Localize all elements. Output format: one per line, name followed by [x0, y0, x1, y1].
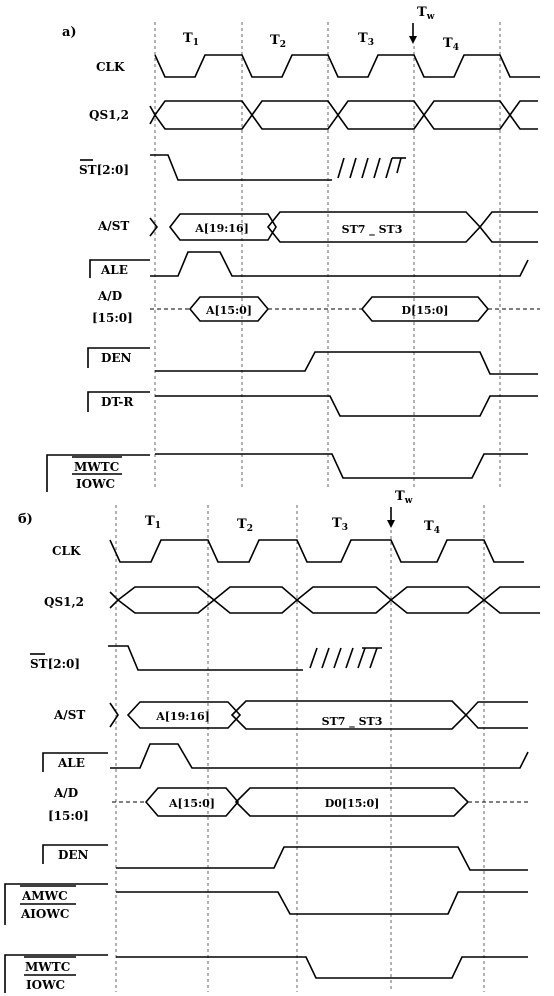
diagram-b-clk-wave — [109, 539, 524, 563]
diagram-b-iowc-label: IOWC — [26, 978, 65, 992]
diagram-b-mwtc-box: MWTC IOWC — [4, 954, 108, 993]
diagram-a-period-grid — [154, 22, 501, 488]
diagram-b-ast-label: A/ST — [53, 708, 85, 722]
diagram-a-state-t4: T4 — [443, 36, 459, 53]
diagram-a-mwtc-box: MWTC IOWC — [46, 454, 150, 492]
diagram-b-state-tw: Tw — [395, 489, 413, 506]
diagram-b-mwtc-wave — [116, 956, 528, 979]
diagram-b-den-wave — [116, 846, 528, 871]
diagram-a-den-box: DEN — [87, 347, 150, 368]
diagram-b-qs-label: QS1,2 — [44, 595, 84, 609]
diagram-a-den-label: DEN — [101, 351, 132, 365]
diagram-a-ad-label-2: [15:0] — [92, 311, 133, 325]
diagram-b-den-label: DEN — [58, 848, 89, 862]
diagram-b-amwc-box: AMWC AIOWC — [4, 883, 108, 925]
diagram-a-state-t3: T3 — [358, 31, 374, 48]
diagram-a-ast-wave — [149, 211, 538, 243]
diagram-a-state-t1: T1 — [183, 31, 199, 48]
diagram-b-aiowc-label: AIOWC — [20, 907, 69, 921]
diagram-a-ad-addr-value: A[15:0] — [205, 304, 252, 317]
diagram-b-period-grid — [115, 505, 485, 992]
diagram-b-ale-box: ALE — [42, 752, 108, 772]
diagram-a-state-t2: T2 — [270, 33, 286, 50]
diagram-a-part-label: a) — [62, 25, 77, 40]
diagram-a-qs-wave — [149, 100, 538, 130]
diagram-b-ale-wave — [110, 743, 529, 769]
diagram-a-st-label-group: ST[2:0] — [79, 159, 129, 177]
diagram-a: a) T1 T2 T3 Tw T4 CLK QS1,2 ST[2:0] A/ST — [46, 5, 540, 492]
diagram-b-amwc-wave — [116, 891, 528, 915]
diagram-b-ad-wave — [112, 787, 528, 817]
diagram-b-tw-arrow — [387, 507, 395, 528]
diagram-b-ale-label: ALE — [57, 756, 85, 770]
diagram-b-st-label: ST[2:0] — [30, 657, 80, 671]
diagram-a-dtr-label: DT-R — [101, 395, 134, 409]
diagram-a-ad-wave — [150, 296, 540, 322]
diagram-b-ad-label-1: A/D — [53, 786, 78, 800]
diagram-a-ale-label: ALE — [100, 263, 128, 277]
diagram-a-den-wave — [155, 351, 538, 375]
diagram-b-ast-wave — [109, 700, 528, 730]
diagram-b-clk-label: CLK — [52, 544, 81, 558]
diagram-b-state-t4: T4 — [424, 519, 440, 536]
diagram-a-state-tw: Tw — [417, 5, 435, 22]
diagram-b-state-t1: T1 — [145, 514, 161, 531]
diagram-a-mwtc-label: MWTC — [74, 460, 119, 474]
diagram-a-tw-arrow — [409, 23, 417, 44]
diagram-b-state-t3: T3 — [332, 516, 348, 533]
diagram-b-state-t2: T2 — [237, 517, 253, 534]
diagram-a-ast-label: A/ST — [97, 219, 129, 233]
diagram-b-amwc-label: AMWC — [21, 889, 68, 903]
diagram-b-st-label-group: ST[2:0] — [30, 653, 80, 671]
diagram-a-ast-status-value: ST7 _ ST3 — [342, 223, 403, 237]
diagram-b-qs-wave — [109, 586, 540, 614]
diagram-a-dtr-box: DT-R — [87, 391, 150, 412]
diagram-b: б) T1 T2 T3 Tw T4 CLK QS1,2 ST[2:0] A/ST… — [4, 489, 540, 993]
diagram-a-dtr-wave — [155, 395, 538, 417]
diagram-a-st-wave — [150, 154, 406, 181]
diagram-a-ad-label-1: A/D — [97, 289, 122, 303]
diagram-a-qs-label: QS1,2 — [89, 108, 129, 122]
diagram-a-iowc-label: IOWC — [76, 477, 115, 491]
diagram-a-ale-wave — [150, 251, 529, 277]
diagram-a-clk-label: CLK — [96, 60, 125, 74]
diagram-b-st-wave — [108, 645, 382, 671]
diagram-b-part-label: б) — [18, 512, 33, 527]
diagram-a-ast-addr-value: A[19:16] — [194, 222, 249, 235]
diagram-a-mwtc-wave — [155, 453, 528, 479]
diagram-b-ast-status-value: ST7 _ ST3 — [322, 715, 383, 729]
diagram-a-ad-data-value: D[15:0] — [402, 304, 449, 317]
diagram-b-ast-addr-value: A[19:16] — [155, 710, 210, 723]
diagram-b-ad-data-value: D0[15:0] — [325, 797, 380, 810]
diagram-a-ale-box: ALE — [89, 259, 150, 278]
diagram-a-st-label: ST[2:0] — [79, 163, 129, 177]
diagram-b-ad-addr-value: A[15:0] — [168, 797, 215, 810]
diagram-b-mwtc-label: MWTC — [25, 960, 70, 974]
diagram-b-ad-label-2: [15:0] — [48, 809, 89, 823]
diagram-b-den-box: DEN — [42, 844, 108, 864]
diagram-a-clk-wave — [154, 54, 540, 78]
